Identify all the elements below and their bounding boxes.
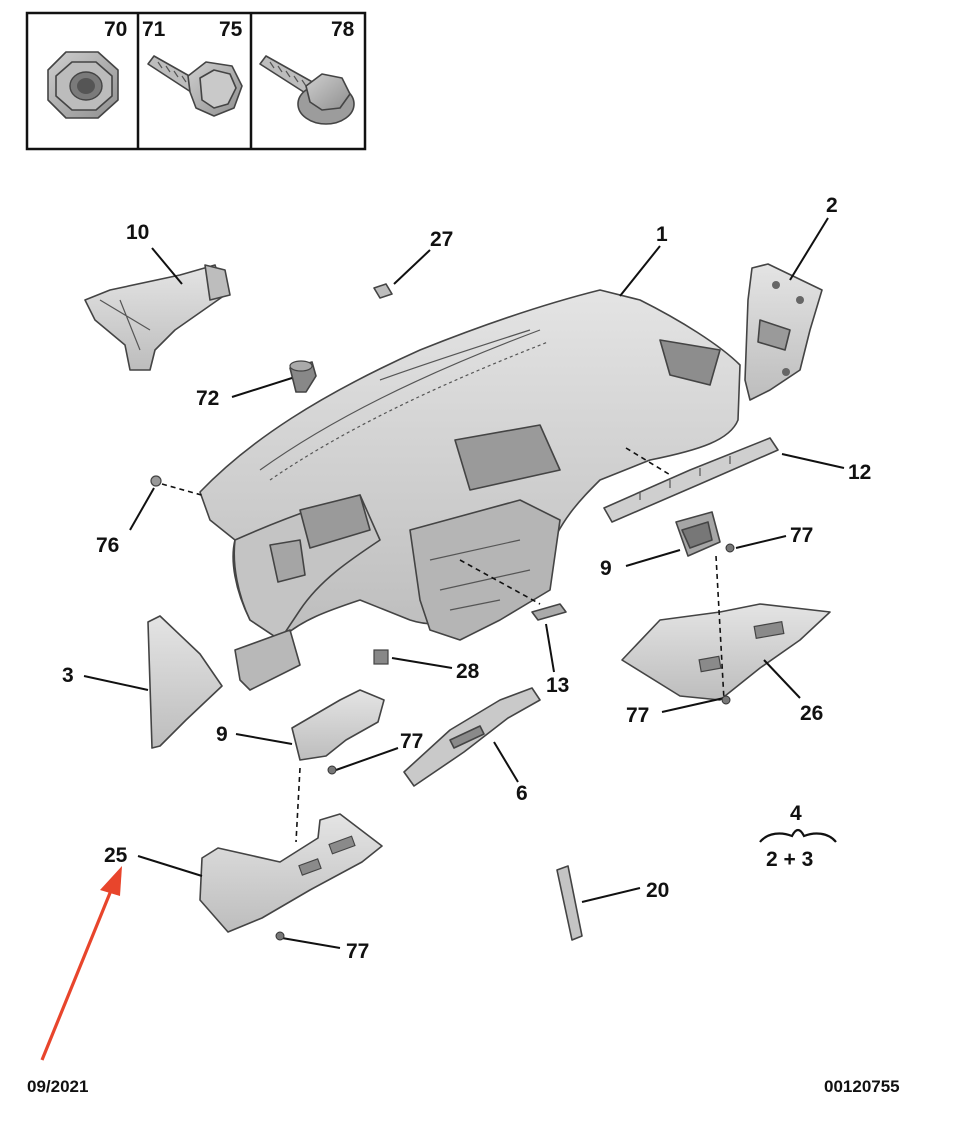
label-20: 20 <box>646 879 669 902</box>
under-tray-part-26 <box>621 603 831 701</box>
self-tapping-screw-icon <box>259 55 355 125</box>
label-77-panel: 77 <box>346 940 369 963</box>
hex-nut-icon <box>47 51 119 119</box>
label-12: 12 <box>848 461 871 484</box>
bracket-part-13 <box>531 603 567 621</box>
label-25: 25 <box>104 844 128 867</box>
assembly-note-bottom: 2 + 3 <box>766 848 813 871</box>
clip-part-28 <box>373 649 389 665</box>
label-2: 2 <box>826 194 838 217</box>
fastener-label-70: 70 <box>104 18 127 41</box>
side-bracket-part-2 <box>744 263 823 401</box>
lower-panel-part-25 <box>199 813 383 933</box>
footer-reference: 00120755 <box>824 1077 900 1096</box>
label-76: 76 <box>96 534 119 557</box>
flange-bolt-icon <box>147 55 243 117</box>
label-72: 72 <box>196 387 219 410</box>
label-3: 3 <box>62 664 74 687</box>
trim-strip-part-12 <box>603 437 779 523</box>
assembly-note: 4 2 + 3 <box>759 802 837 871</box>
side-cover-part-3 <box>147 615 223 749</box>
label-1: 1 <box>656 223 668 246</box>
label-77-tray: 77 <box>626 704 649 727</box>
highlight-arrow <box>40 866 122 1061</box>
label-10: 10 <box>126 221 149 244</box>
footer-date: 09/2021 <box>27 1077 88 1096</box>
part-labels: 10 27 1 2 72 76 12 9 77 28 13 3 77 26 9 … <box>62 194 871 963</box>
fastener-box: 70 71 75 78 <box>25 11 367 151</box>
vent-part-9-upper <box>675 511 721 557</box>
brace-icon <box>759 828 837 843</box>
air-duct-part-10 <box>84 264 231 371</box>
assembly-dashed-lines <box>161 447 725 843</box>
label-9-upper: 9 <box>600 557 612 580</box>
grommet-part-72 <box>289 360 317 393</box>
screw-part-76 <box>150 475 162 487</box>
fastener-label-75: 75 <box>219 18 243 41</box>
fastener-dots <box>275 543 735 941</box>
label-77-upper: 77 <box>790 524 813 547</box>
label-26: 26 <box>800 702 823 725</box>
label-6: 6 <box>516 782 528 805</box>
trim-part-6 <box>403 687 541 787</box>
fastener-label-78: 78 <box>331 18 355 41</box>
dashboard-main-panel <box>199 289 741 691</box>
label-27: 27 <box>430 228 453 251</box>
clip-part-27 <box>373 283 393 299</box>
label-13: 13 <box>546 674 569 697</box>
duct-part-9-lower <box>291 689 385 761</box>
label-28: 28 <box>456 660 480 683</box>
assembly-note-top: 4 <box>790 802 802 825</box>
label-9-lower: 9 <box>216 723 228 746</box>
leader-lines <box>83 217 845 949</box>
strip-part-20 <box>556 865 583 941</box>
label-77-duct: 77 <box>400 730 423 753</box>
fastener-label-71: 71 <box>142 18 166 41</box>
